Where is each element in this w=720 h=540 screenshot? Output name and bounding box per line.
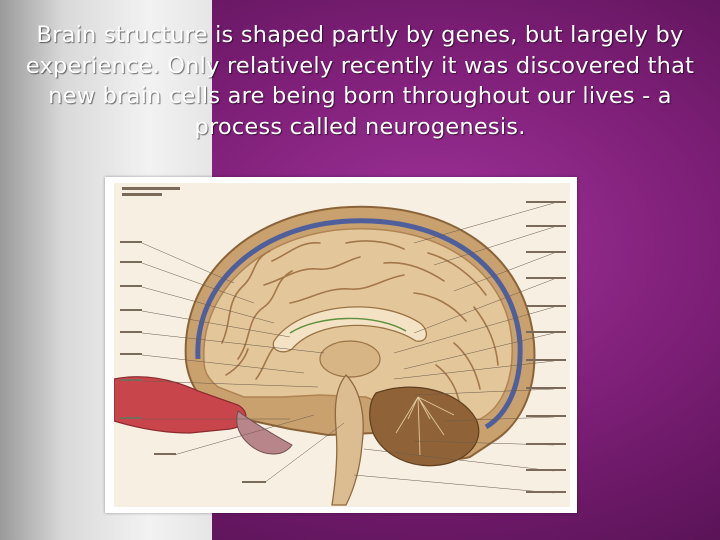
brain-sagittal-section-illustration [114,183,570,507]
label-text-placeholders [120,187,566,493]
brainstem [331,374,364,506]
sulci-pattern [221,240,499,408]
fornix-line [289,317,407,334]
figure-frame [105,177,577,513]
cerebellum [369,386,480,467]
corpus-callosum [272,306,427,353]
thalamus [319,340,381,378]
cerebellar-folia [395,396,455,456]
dura-sinus-band [195,218,523,430]
slide-body-text: Brain structure is shaped partly by gene… [25,22,695,140]
sphenoid-area [236,410,293,455]
